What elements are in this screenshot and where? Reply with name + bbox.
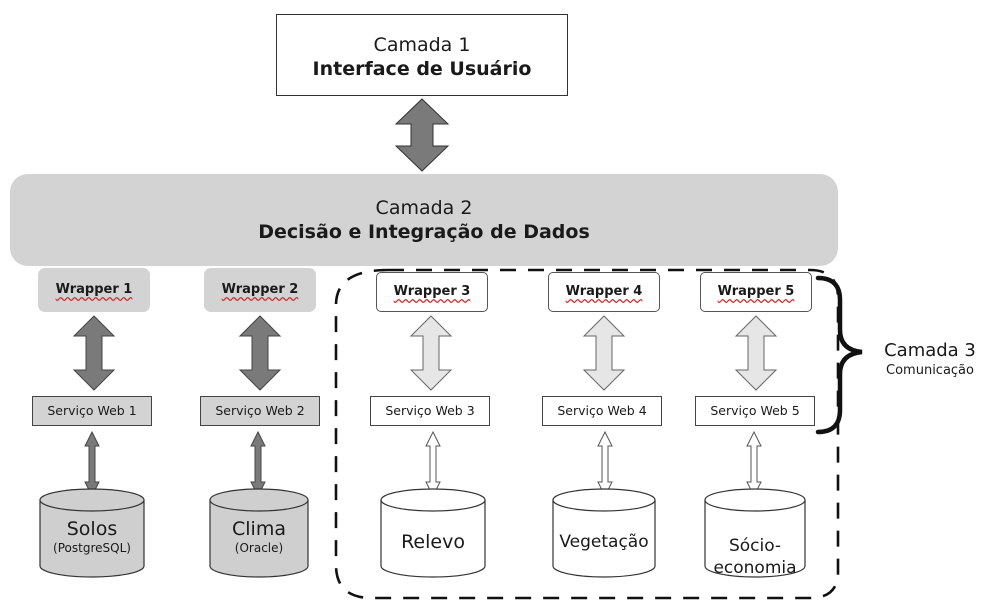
- arrow-service4-db4: [597, 430, 613, 498]
- arrow-service5-db5: [746, 430, 762, 498]
- db-clima-name: Clima: [232, 518, 286, 540]
- layer2-title: Camada 2: [375, 197, 473, 219]
- arrow-wrapper1-service1: [72, 315, 116, 391]
- wrapper-3: Wrapper 3: [376, 272, 488, 312]
- arrow-layer1-layer2: [394, 98, 450, 172]
- arrow-wrapper2-service2: [238, 315, 282, 391]
- wrapper-1-label: Wrapper 1: [55, 282, 133, 297]
- arrow-wrapper4-service4: [582, 315, 626, 391]
- wrapper-1: Wrapper 1: [38, 268, 150, 312]
- wrapper-5-label: Wrapper 5: [717, 284, 795, 299]
- arrow-wrapper5-service5: [734, 315, 778, 391]
- service-3: Serviço Web 3: [370, 396, 490, 426]
- db-label-socioeconomia: Sócio- economia: [700, 516, 810, 598]
- db-label-solos: Solos (PostgreSQL): [37, 518, 147, 556]
- db-label-clima: Clima (Oracle): [204, 518, 314, 556]
- layer3-subtitle: Comunicação: [886, 363, 974, 378]
- db-solos-sub: (PostgreSQL): [53, 541, 131, 555]
- layer2-box: Camada 2 Decisão e Integração de Dados: [10, 174, 838, 266]
- layer3-label: Camada 3 Comunicação: [866, 340, 994, 380]
- database-clima: [209, 488, 309, 578]
- layer2-subtitle: Decisão e Integração de Dados: [258, 221, 590, 243]
- service-5: Serviço Web 5: [695, 396, 815, 426]
- service-2: Serviço Web 2: [200, 396, 320, 426]
- arrow-service1-db1: [84, 430, 100, 498]
- wrapper-5: Wrapper 5: [700, 272, 812, 312]
- db-vegetacao-name: Vegetação: [559, 532, 649, 552]
- arrow-wrapper3-service3: [409, 315, 453, 391]
- db-relevo-name: Relevo: [401, 531, 465, 553]
- database-solos: [39, 488, 145, 578]
- db-label-relevo: Relevo: [378, 531, 488, 553]
- wrapper-4: Wrapper 4: [548, 272, 660, 312]
- layer3-title: Camada 3: [884, 340, 976, 361]
- db-clima-sub: (Oracle): [234, 541, 284, 555]
- database-vegetacao: [552, 488, 656, 578]
- service-1: Serviço Web 1: [32, 396, 152, 426]
- wrapper-4-label: Wrapper 4: [565, 284, 643, 299]
- db-solos-name: Solos: [66, 518, 118, 540]
- wrapper-2-label: Wrapper 2: [221, 282, 299, 297]
- db-label-vegetacao: Vegetação: [549, 531, 659, 553]
- db-socioeconomia-name: Sócio- economia: [713, 536, 797, 578]
- layer1-subtitle: Interface de Usuário: [312, 58, 532, 80]
- layer3-brace: [815, 275, 863, 435]
- layer1-box: Camada 1 Interface de Usuário: [276, 14, 568, 96]
- service-4: Serviço Web 4: [542, 396, 662, 426]
- database-relevo: [380, 488, 486, 578]
- arrow-service2-db2: [250, 430, 266, 498]
- arrow-service3-db3: [425, 430, 441, 498]
- wrapper-3-label: Wrapper 3: [393, 284, 471, 299]
- wrapper-2: Wrapper 2: [204, 268, 316, 312]
- database-socioeconomia: [704, 488, 806, 578]
- layer1-title: Camada 1: [373, 34, 471, 56]
